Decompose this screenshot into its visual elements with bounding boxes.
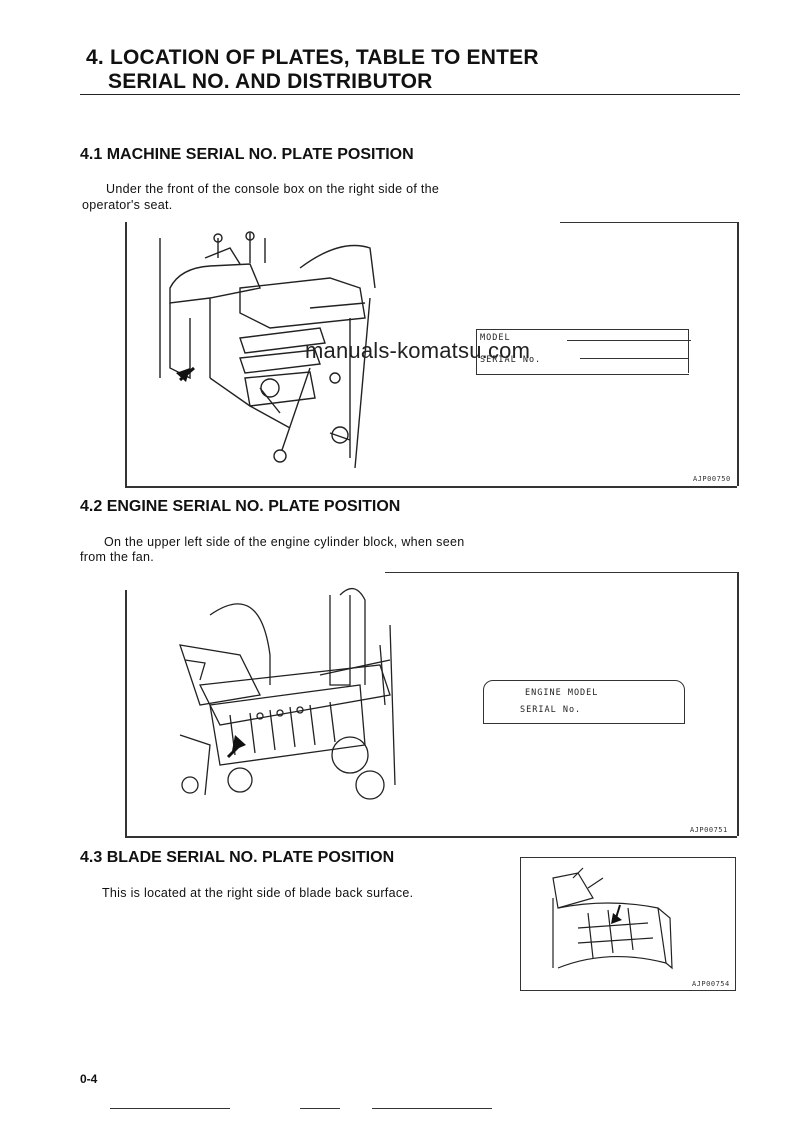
bottom-rule-3	[372, 1108, 492, 1109]
section-text-4-1-line2: operator's seat.	[82, 198, 173, 212]
engine-plate-label-model: ENGINE MODEL	[525, 688, 599, 698]
watermark: manuals-komatsu.com	[305, 338, 531, 363]
engine-serial-plate	[483, 680, 685, 724]
figure-frame-bottom-2	[125, 836, 737, 838]
figure-frame-left-3	[520, 857, 522, 991]
figure-frame-right-2	[737, 572, 739, 836]
plate-label-model: MODEL	[480, 333, 511, 343]
engine-illustration	[179, 588, 396, 800]
page-title-line1: 4. LOCATION OF PLATES, TABLE TO ENTER	[86, 46, 539, 69]
section-text-4-2-line1: On the upper left side of the engine cyl…	[104, 535, 465, 549]
section-text-4-3-line1: This is located at the right side of bla…	[102, 886, 414, 900]
title-rule	[80, 94, 740, 95]
plate-field-serial-line	[580, 358, 688, 359]
figure-frame-left-2	[125, 590, 127, 836]
page-number: 0-4	[80, 1072, 98, 1086]
page-title: 4. LOCATION OF PLATES, TABLE TO ENTER SE…	[86, 46, 539, 94]
section-text-4-2-line2: from the fan.	[80, 550, 155, 564]
plate-label-serial: SERIAL No.	[480, 355, 542, 365]
figure-id-4-1: AJP00750	[693, 475, 731, 483]
figure-frame-bottom-3	[520, 990, 736, 992]
engine-plate-label-serial: SERIAL No.	[520, 705, 582, 715]
bottom-rule-2	[300, 1108, 340, 1109]
figure-frame-left	[125, 222, 127, 486]
plate-field-model-line	[567, 340, 691, 341]
section-heading-4-2: 4.2 ENGINE SERIAL NO. PLATE POSITION	[80, 498, 401, 515]
blade-illustration	[552, 867, 673, 970]
machine-serial-plate	[476, 329, 689, 375]
figure-id-4-3: AJP00754	[692, 980, 730, 988]
figure-frame-right-3	[735, 857, 737, 991]
figure-frame-bottom	[125, 486, 737, 488]
figure-id-4-2: AJP00751	[690, 826, 728, 834]
section-text-4-1-line1: Under the front of the console box on th…	[106, 182, 440, 196]
bottom-rule-1	[110, 1108, 230, 1109]
figure-frame-right	[737, 222, 739, 486]
section-heading-4-1: 4.1 MACHINE SERIAL NO. PLATE POSITION	[80, 146, 414, 163]
figure-frame-top-3	[520, 857, 736, 858]
section-heading-4-3: 4.3 BLADE SERIAL NO. PLATE POSITION	[80, 849, 395, 866]
plate-right-edge	[688, 329, 690, 373]
page-title-line2: SERIAL NO. AND DISTRIBUTOR	[108, 70, 433, 93]
figure-frame-top	[560, 222, 738, 223]
console-box-illustration	[159, 231, 376, 469]
figure-frame-top-2	[385, 572, 737, 573]
